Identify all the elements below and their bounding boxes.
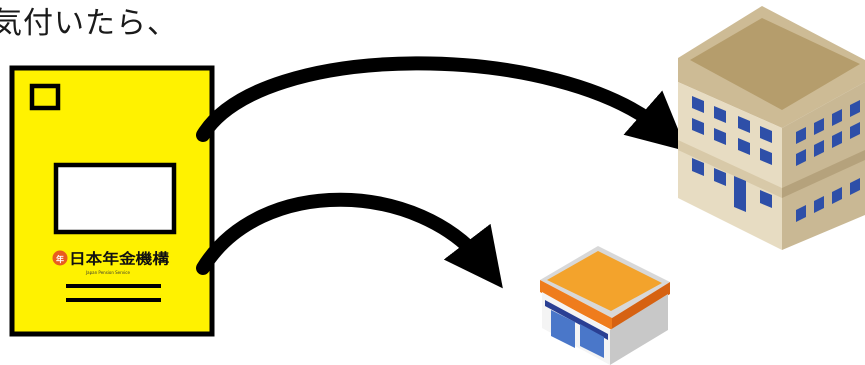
envelope-line-1 <box>66 284 161 288</box>
envelope-logo-subtext: Japan Pension Service <box>85 270 130 275</box>
envelope-line-2 <box>66 298 161 302</box>
svg-text:年: 年 <box>56 254 64 264</box>
caption-text: 気付いたら、 <box>0 6 178 41</box>
convenience-store-icon <box>540 246 670 365</box>
arrow-to-convenience-store <box>196 192 503 289</box>
arrow-to-office-building <box>196 56 688 152</box>
envelope-icon: 年 日本年金機構 Japan Pension Service <box>9 65 215 337</box>
envelope-logo-text: 日本年金機構 <box>69 250 170 268</box>
office-building-icon <box>678 6 865 250</box>
pension-seal-icon <box>52 250 68 266</box>
envelope-stamp-box <box>29 83 61 111</box>
envelope-address-window <box>53 162 177 235</box>
